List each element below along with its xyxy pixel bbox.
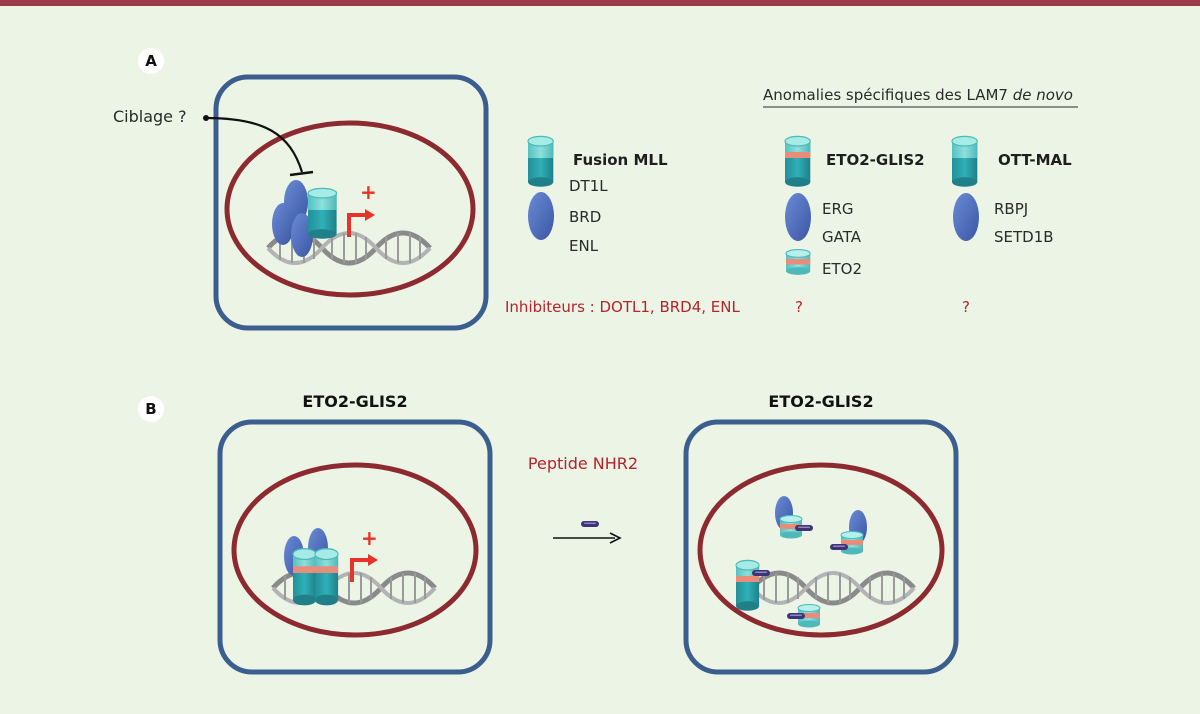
top-bar: [0, 0, 1200, 6]
panel-b: B ETO2-GLIS2 ETO2-GLIS2 + Peptide NHR2: [138, 392, 959, 675]
fusion-cylinder-icon: [314, 548, 339, 607]
inhibitors-label: ?: [795, 298, 803, 316]
oval-protein-icon: [272, 203, 294, 245]
fusion-cylinder-icon: [527, 135, 554, 188]
group-fusion-mll: Fusion MLL DT1L BRD ENL Inhibiteurs : DO…: [505, 135, 740, 316]
group-eto2-glis2: ETO2-GLIS2 ERG GATA ETO2 ?: [784, 135, 925, 316]
group-title: OTT-MAL: [998, 151, 1072, 169]
partner-label: ETO2: [822, 260, 862, 278]
oval-protein-icon: [953, 193, 979, 241]
peptide-label: Peptide NHR2: [528, 454, 638, 473]
plus-sign: +: [360, 180, 377, 204]
group-title: Fusion MLL: [573, 151, 668, 169]
group-title: ETO2-GLIS2: [826, 151, 925, 169]
fusion-cylinder-icon: [292, 548, 317, 607]
peptide-icon: [581, 521, 599, 527]
panel-a-letter: A: [145, 52, 157, 70]
partner-label: GATA: [822, 228, 862, 246]
inhibitors-label: Inhibiteurs : DOTL1, BRD4, ENL: [505, 298, 740, 316]
plus-sign: +: [361, 526, 378, 550]
peptide-icon: [752, 570, 770, 576]
fusion-cylinder-icon: [307, 187, 338, 240]
peptide-icon: [787, 613, 805, 619]
inhibition-bar: [289, 170, 314, 177]
cell-b-left: [217, 419, 493, 675]
cell-b-right: [683, 419, 959, 675]
partner-label: DT1L: [569, 177, 608, 195]
fusion-cylinder-icon: [951, 135, 978, 188]
oval-protein-icon: [528, 192, 554, 240]
panel-b-letter-badge: B: [138, 396, 164, 422]
eto2-glis2-complex-left: [284, 528, 339, 607]
nucleus-b-right: [697, 462, 945, 638]
panel-b-letter: B: [145, 400, 156, 418]
fusion-cylinder-icon: [735, 559, 760, 612]
partner-label: SETD1B: [994, 228, 1054, 246]
transcription-arrow-icon: [350, 552, 380, 584]
diagram: A + Ciblage ? Anomalies spécifiques des …: [113, 48, 1078, 675]
partner-label: ERG: [822, 200, 854, 218]
peptide-icon: [830, 544, 848, 550]
peptide-icon: [795, 525, 813, 531]
right-cell-title: ETO2-GLIS2: [768, 392, 873, 411]
oval-protein-icon: [785, 193, 811, 241]
dna-helix-icon: [752, 573, 914, 603]
eto2-cylinder-icon: [840, 531, 864, 555]
panel-a-letter-badge: A: [138, 48, 164, 74]
nucleus-a: [224, 120, 476, 298]
partner-label: RBPJ: [994, 200, 1028, 218]
legend-title: Anomalies spécifiques des LAM7 de novo: [763, 86, 1073, 104]
partner-label: BRD: [569, 208, 601, 226]
disrupted-complexes: [735, 496, 867, 628]
oval-protein-icon: [291, 213, 313, 257]
partner-label: ENL: [569, 237, 599, 255]
ciblage-label: Ciblage ?: [113, 107, 187, 126]
inhibitors-label: ?: [962, 298, 970, 316]
cell-a: [213, 74, 489, 331]
left-cell-title: ETO2-GLIS2: [302, 392, 407, 411]
panel-a: A + Ciblage ? Anomalies spécifiques des …: [113, 48, 1078, 331]
fusion-cylinder-icon: [784, 135, 811, 188]
inhibition-line: [205, 116, 304, 173]
group-ott-mal: OTT-MAL RBPJ SETD1B ?: [951, 135, 1072, 316]
process-arrow: [553, 532, 622, 544]
eto2-cylinder-icon: [785, 249, 811, 276]
mll-complex: [272, 180, 338, 257]
nucleus-b-left: [231, 462, 479, 638]
